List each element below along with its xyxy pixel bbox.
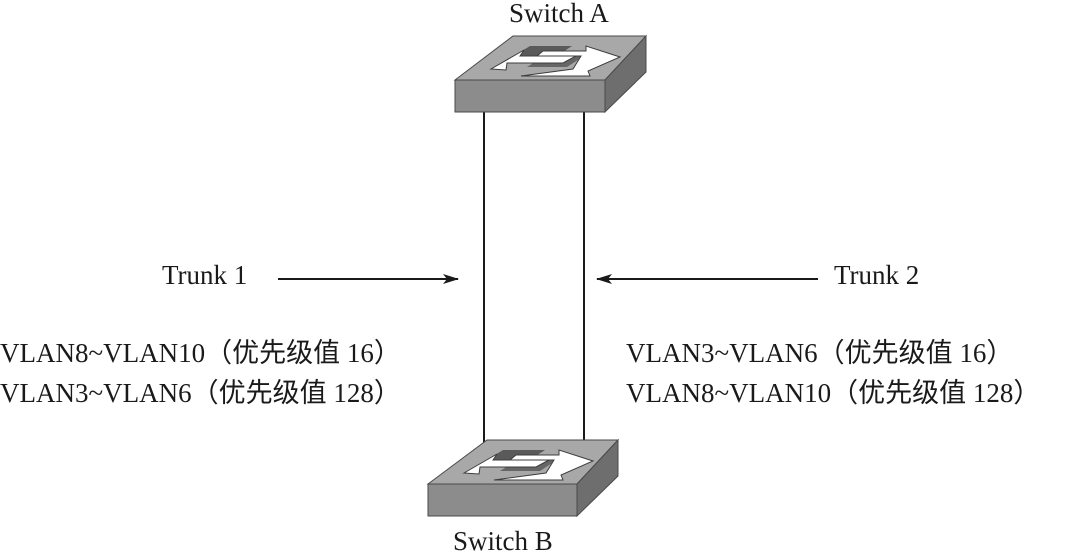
switch-b-label: Switch B	[453, 526, 553, 556]
trunk-2-label: Trunk 2	[834, 260, 920, 290]
switch-b-icon	[426, 438, 620, 518]
switch-a-label: Switch A	[509, 0, 609, 28]
trunk-1-label: Trunk 1	[162, 260, 248, 290]
trunk-2-vlan-priority-line-1: VLAN3~VLAN6（优先级值 16）	[626, 338, 1014, 368]
switch-a-icon	[453, 34, 648, 114]
trunk-2-vlan-priority-line-2: VLAN8~VLAN10（优先级值 128）	[626, 378, 1041, 408]
trunk-1-vlan-priority-line-2: VLAN3~VLAN6（优先级值 128）	[0, 378, 401, 408]
trunk-1-vlan-priority-line-1: VLAN8~VLAN10（优先级值 16）	[0, 338, 401, 368]
